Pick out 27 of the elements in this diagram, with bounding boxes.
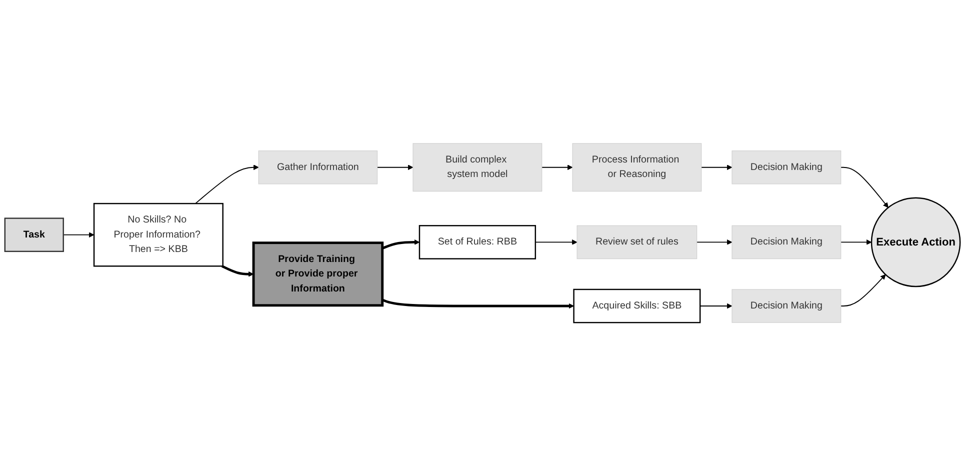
node-box: Acquired Skills: SBB [573, 288, 701, 324]
node-box: Task [4, 218, 64, 252]
node-circle: Execute Action [870, 197, 961, 288]
node-box: Decision Making [732, 225, 842, 260]
arrow [700, 164, 732, 170]
node-box: Gather Information [258, 150, 378, 184]
arrow [700, 303, 732, 309]
arrow [62, 232, 94, 238]
arrow [194, 164, 259, 204]
arrow [840, 166, 888, 208]
node-box: Decision Making [732, 289, 842, 323]
arrow [382, 298, 574, 309]
node-box: Build complex system model [412, 143, 542, 192]
node-box: Provide Training or Provide proper Information [252, 242, 384, 307]
arrow [696, 240, 732, 245]
node-box: Decision Making [732, 150, 842, 184]
node-box: No Skills? No Proper Information? Then => KBB [93, 202, 224, 267]
arrow [382, 240, 420, 250]
node-box: Set of Rules: RBB [418, 225, 536, 260]
arrow [541, 164, 573, 170]
arrow [840, 240, 872, 245]
arrow [840, 274, 886, 306]
node-box: Process Information or Reasoning [572, 143, 702, 192]
node-box: Review set of rules [576, 225, 698, 260]
arrow [534, 240, 578, 245]
arrow [376, 164, 414, 170]
arrow [221, 265, 254, 277]
